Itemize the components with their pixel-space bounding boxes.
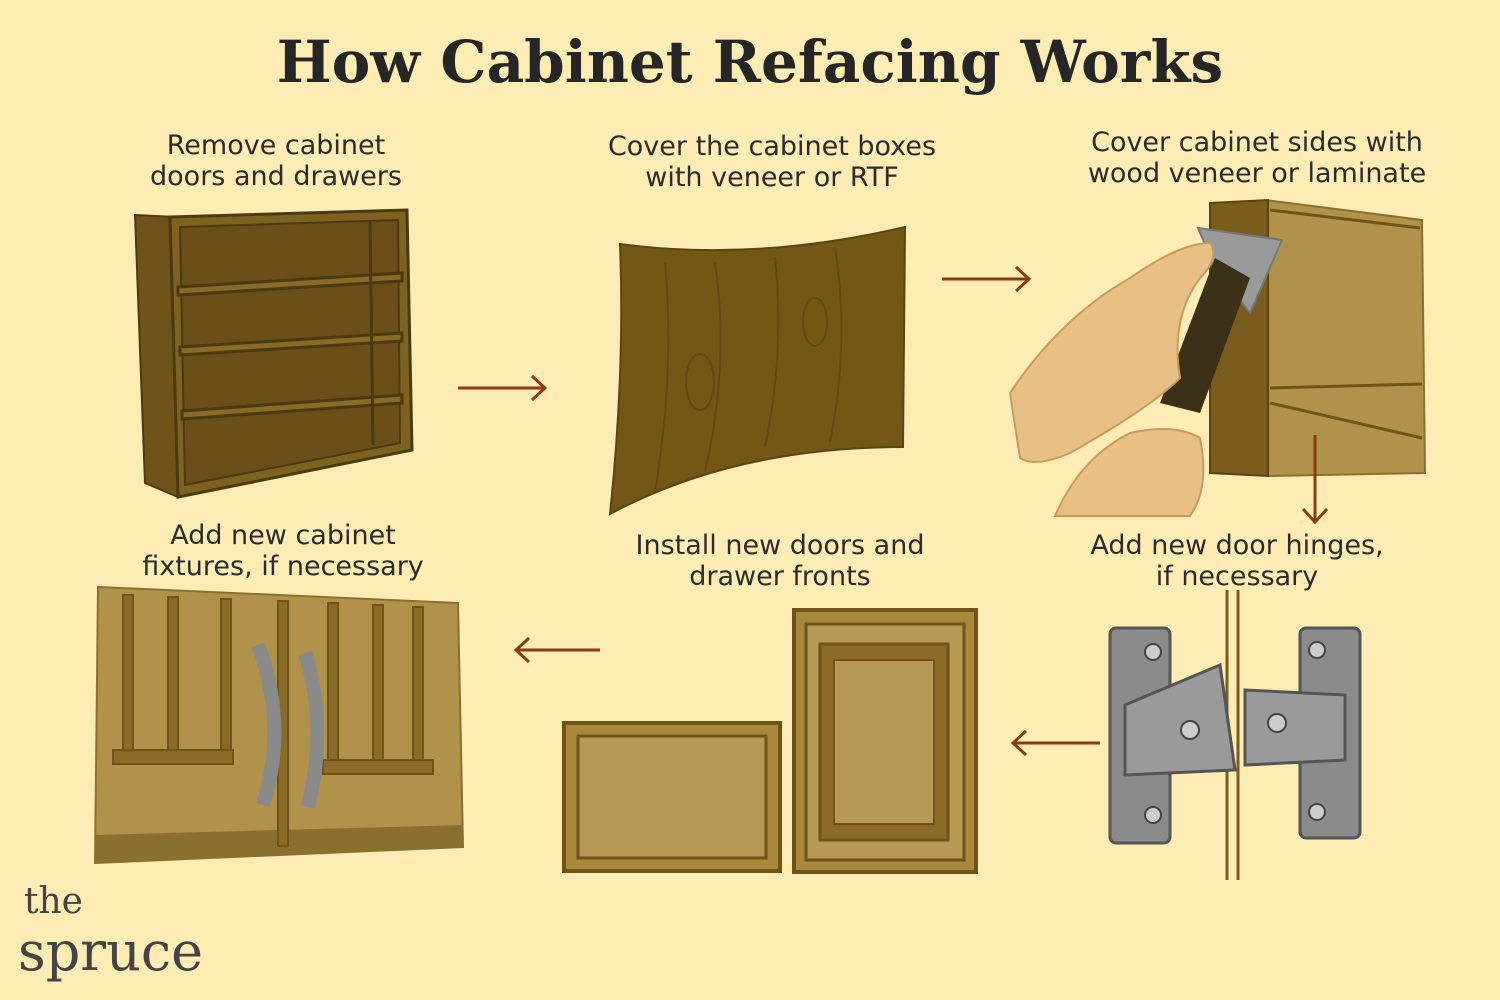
- arrow-down-icon: [1301, 435, 1329, 525]
- logo-line-1: the: [24, 881, 83, 922]
- page-title: How Cabinet Refacing Works: [276, 28, 1224, 96]
- step-1-label: Remove cabinet doors and drawers: [150, 130, 402, 192]
- step-5-label: Install new doors and drawer fronts: [635, 530, 925, 592]
- step-2-label: Cover the cabinet boxes with veneer or R…: [607, 131, 937, 193]
- arrow-left-icon: [513, 636, 600, 664]
- step-3-label: Cover cabinet sides with wood veneer or …: [1087, 127, 1427, 189]
- door-hinge-illustration: [1108, 590, 1362, 880]
- cabinet-with-handles-illustration: [93, 585, 465, 865]
- veneer-sheet-illustration: [608, 225, 907, 516]
- arrow-right-icon: [942, 265, 1032, 293]
- empty-cabinet-illustration: [133, 208, 414, 499]
- the-spruce-logo: the spruce: [18, 882, 203, 981]
- arrow-right-icon: [458, 374, 548, 402]
- hands-applying-veneer-illustration: [1008, 198, 1427, 517]
- step-6-label: Add new cabinet fixtures, if necessary: [142, 520, 424, 582]
- step-4-label: Add new door hinges, if necessary: [1090, 530, 1384, 592]
- arrow-left-icon: [1010, 729, 1100, 757]
- logo-line-2: spruce: [18, 919, 204, 983]
- door-and-drawer-front-illustration: [562, 608, 978, 874]
